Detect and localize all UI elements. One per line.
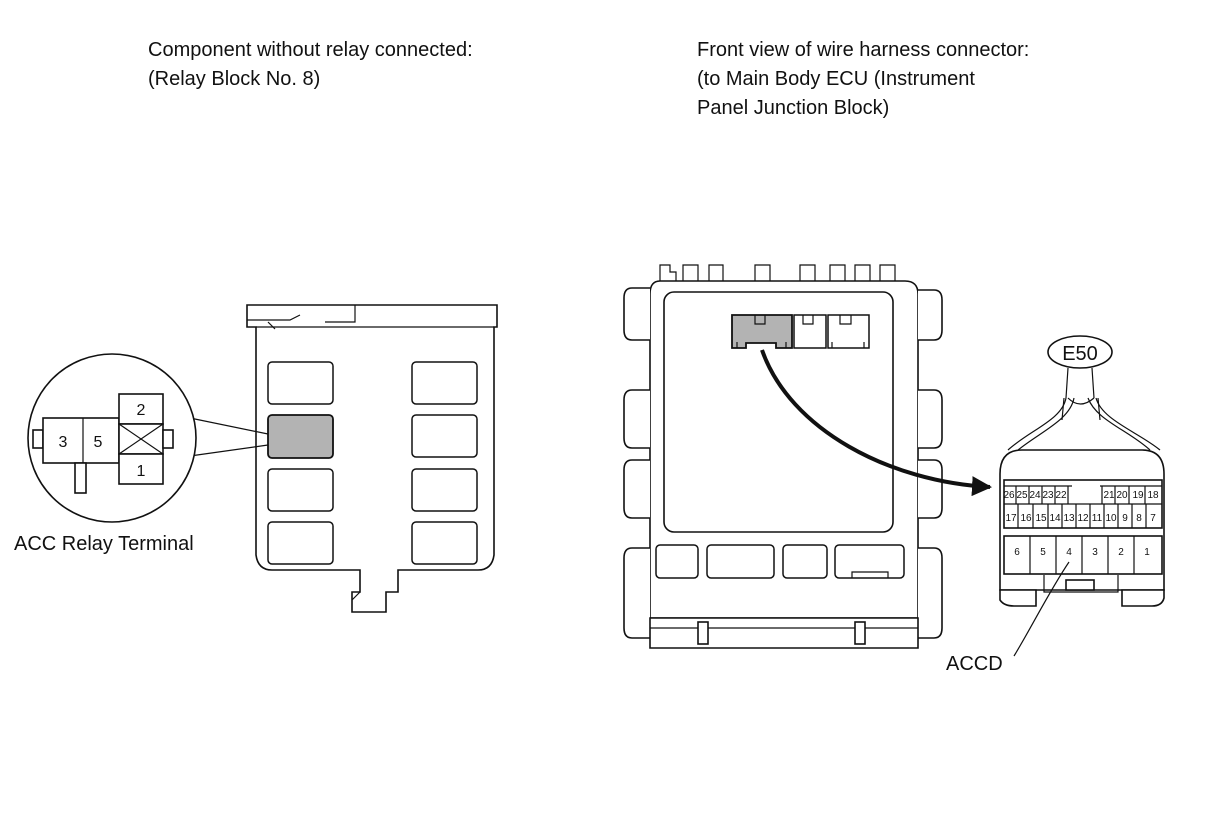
pin-13: 13 — [1063, 513, 1075, 524]
e50-connector: E50 26 25 24 23 22 21 20 19 18 — [999, 335, 1165, 607]
right-caption-line-1: Front view of wire harness connector: — [697, 39, 1030, 61]
pin-24: 24 — [1029, 490, 1041, 501]
pin-3: 3 — [1092, 547, 1098, 558]
relay-slot — [411, 361, 478, 405]
accd-label: ACCD — [946, 653, 1003, 675]
pin-5: 5 — [1040, 547, 1046, 558]
pin-19: 19 — [1132, 490, 1144, 501]
pin-9: 9 — [1122, 513, 1128, 524]
row-3-pins: 6 5 4 3 2 1 — [1014, 547, 1150, 558]
main-body-ecu — [623, 264, 943, 649]
relay-terminal-3: 3 — [59, 434, 68, 451]
relay-slot — [411, 414, 478, 458]
row-2-pins: 17 16 15 14 13 12 11 10 9 8 7 — [1005, 513, 1156, 524]
relay-slot — [411, 468, 478, 512]
relay-terminal-5: 5 — [94, 434, 103, 451]
acc-relay-slot — [267, 414, 334, 459]
pin-11: 11 — [1092, 513, 1103, 524]
relay-terminal-2: 2 — [137, 402, 146, 419]
pin-7: 7 — [1150, 513, 1156, 524]
relay-slot — [267, 521, 334, 565]
pin-10: 10 — [1105, 513, 1117, 524]
left-caption-line-1: Component without relay connected: — [148, 39, 473, 61]
pin-2: 2 — [1118, 547, 1124, 558]
pin-15: 15 — [1035, 513, 1047, 524]
pin-16: 16 — [1020, 513, 1032, 524]
acc-relay-terminal-label: ACC Relay Terminal — [14, 533, 194, 555]
pointer-arrow — [760, 349, 992, 497]
pin-1: 1 — [1144, 547, 1150, 558]
e50-code-bubble — [1047, 335, 1113, 369]
e50-code-label: E50 — [1062, 343, 1098, 365]
relay-block — [246, 304, 498, 613]
relay-slot — [267, 468, 334, 512]
row-1-pins: 26 25 24 23 22 21 20 19 18 — [1003, 490, 1159, 501]
pin-18: 18 — [1147, 490, 1159, 501]
pin-20: 20 — [1116, 490, 1128, 501]
pin-21: 21 — [1103, 490, 1115, 501]
pin-22: 22 — [1055, 490, 1067, 501]
relay-terminal-magnifier: 3 5 2 1 — [27, 353, 269, 523]
relay-terminal-1: 1 — [137, 463, 146, 480]
pin-4: 4 — [1066, 547, 1072, 558]
right-caption-line-2: (to Main Body ECU (Instrument — [697, 68, 975, 90]
right-caption-line-3: Panel Junction Block) — [697, 97, 890, 119]
pin-25: 25 — [1016, 490, 1028, 501]
relay-slot — [267, 361, 334, 405]
pin-12: 12 — [1077, 513, 1089, 524]
pin-26: 26 — [1003, 490, 1015, 501]
accd-leader-line — [1013, 561, 1070, 657]
relay-slot — [411, 521, 478, 565]
pin-23: 23 — [1042, 490, 1054, 501]
left-caption-line-2: (Relay Block No. 8) — [148, 68, 321, 90]
left-caption: Component without relay connected: (Rela… — [148, 36, 473, 94]
pin-17: 17 — [1005, 513, 1017, 524]
pin-6: 6 — [1014, 547, 1020, 558]
e50-socket — [731, 314, 793, 349]
pin-8: 8 — [1136, 513, 1142, 524]
right-caption: Front view of wire harness connector: (t… — [697, 36, 1029, 123]
pin-14: 14 — [1049, 513, 1061, 524]
